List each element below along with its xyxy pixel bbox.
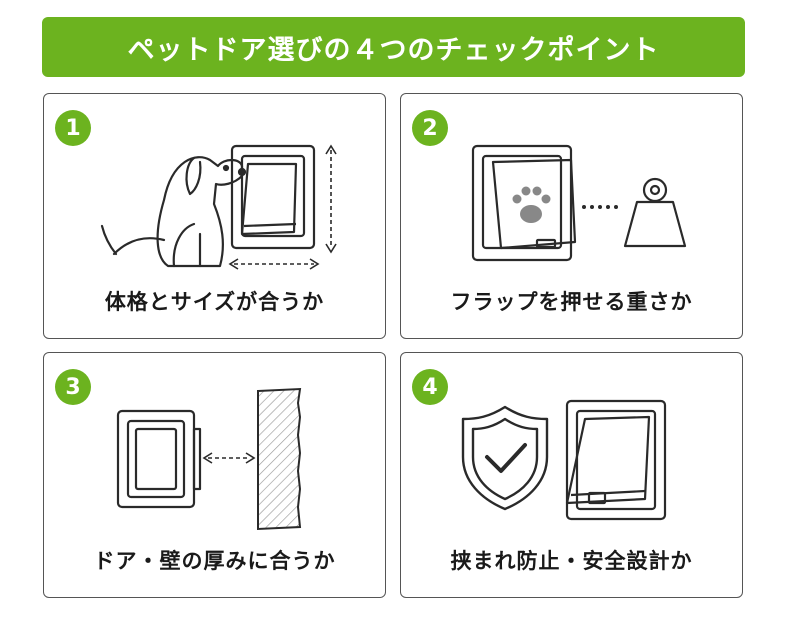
weight-illustration (471, 144, 687, 262)
point-label-2: フラップを押せる重さか (450, 290, 693, 314)
point-label-4: 挟まれ防止・安全設計か (450, 549, 693, 573)
pet-door-icon (471, 144, 577, 262)
point-number-1: 1 (55, 110, 91, 146)
point-number-2: 2 (412, 110, 448, 146)
header-banner: ペットドア選びの４つのチェックポイント (42, 17, 745, 77)
size-illustration (100, 144, 337, 270)
page-title: ペットドア選びの４つのチェックポイント (127, 34, 660, 66)
pet-door-icon (230, 144, 316, 250)
dog-icon (100, 156, 247, 268)
thickness-arrow (202, 452, 256, 464)
thickness-illustration (116, 387, 302, 531)
dotted-connector (582, 205, 618, 209)
point-number-4: 4 (412, 369, 448, 405)
wall-icon (257, 387, 302, 531)
safety-illustration (461, 399, 667, 521)
point-label-1: 体格とサイズが合うか (104, 290, 325, 314)
point-number-3: 3 (55, 369, 91, 405)
point-label-3: ドア・壁の厚みに合うか (93, 549, 336, 573)
point-card-2: 2 フラップを押せる重さか (400, 93, 743, 339)
pet-door-icon (565, 399, 667, 521)
point-card-3: 3 ドア・壁の厚みに合うか (43, 352, 386, 598)
point-card-1: 1 体格とサイズが合うか (43, 93, 386, 339)
point-card-4: 4 挟まれ防止・安全設計か (400, 352, 743, 598)
pet-door-icon (116, 409, 202, 509)
weight-icon (623, 177, 687, 248)
shield-check-icon (461, 405, 549, 511)
paw-icon (512, 186, 551, 223)
